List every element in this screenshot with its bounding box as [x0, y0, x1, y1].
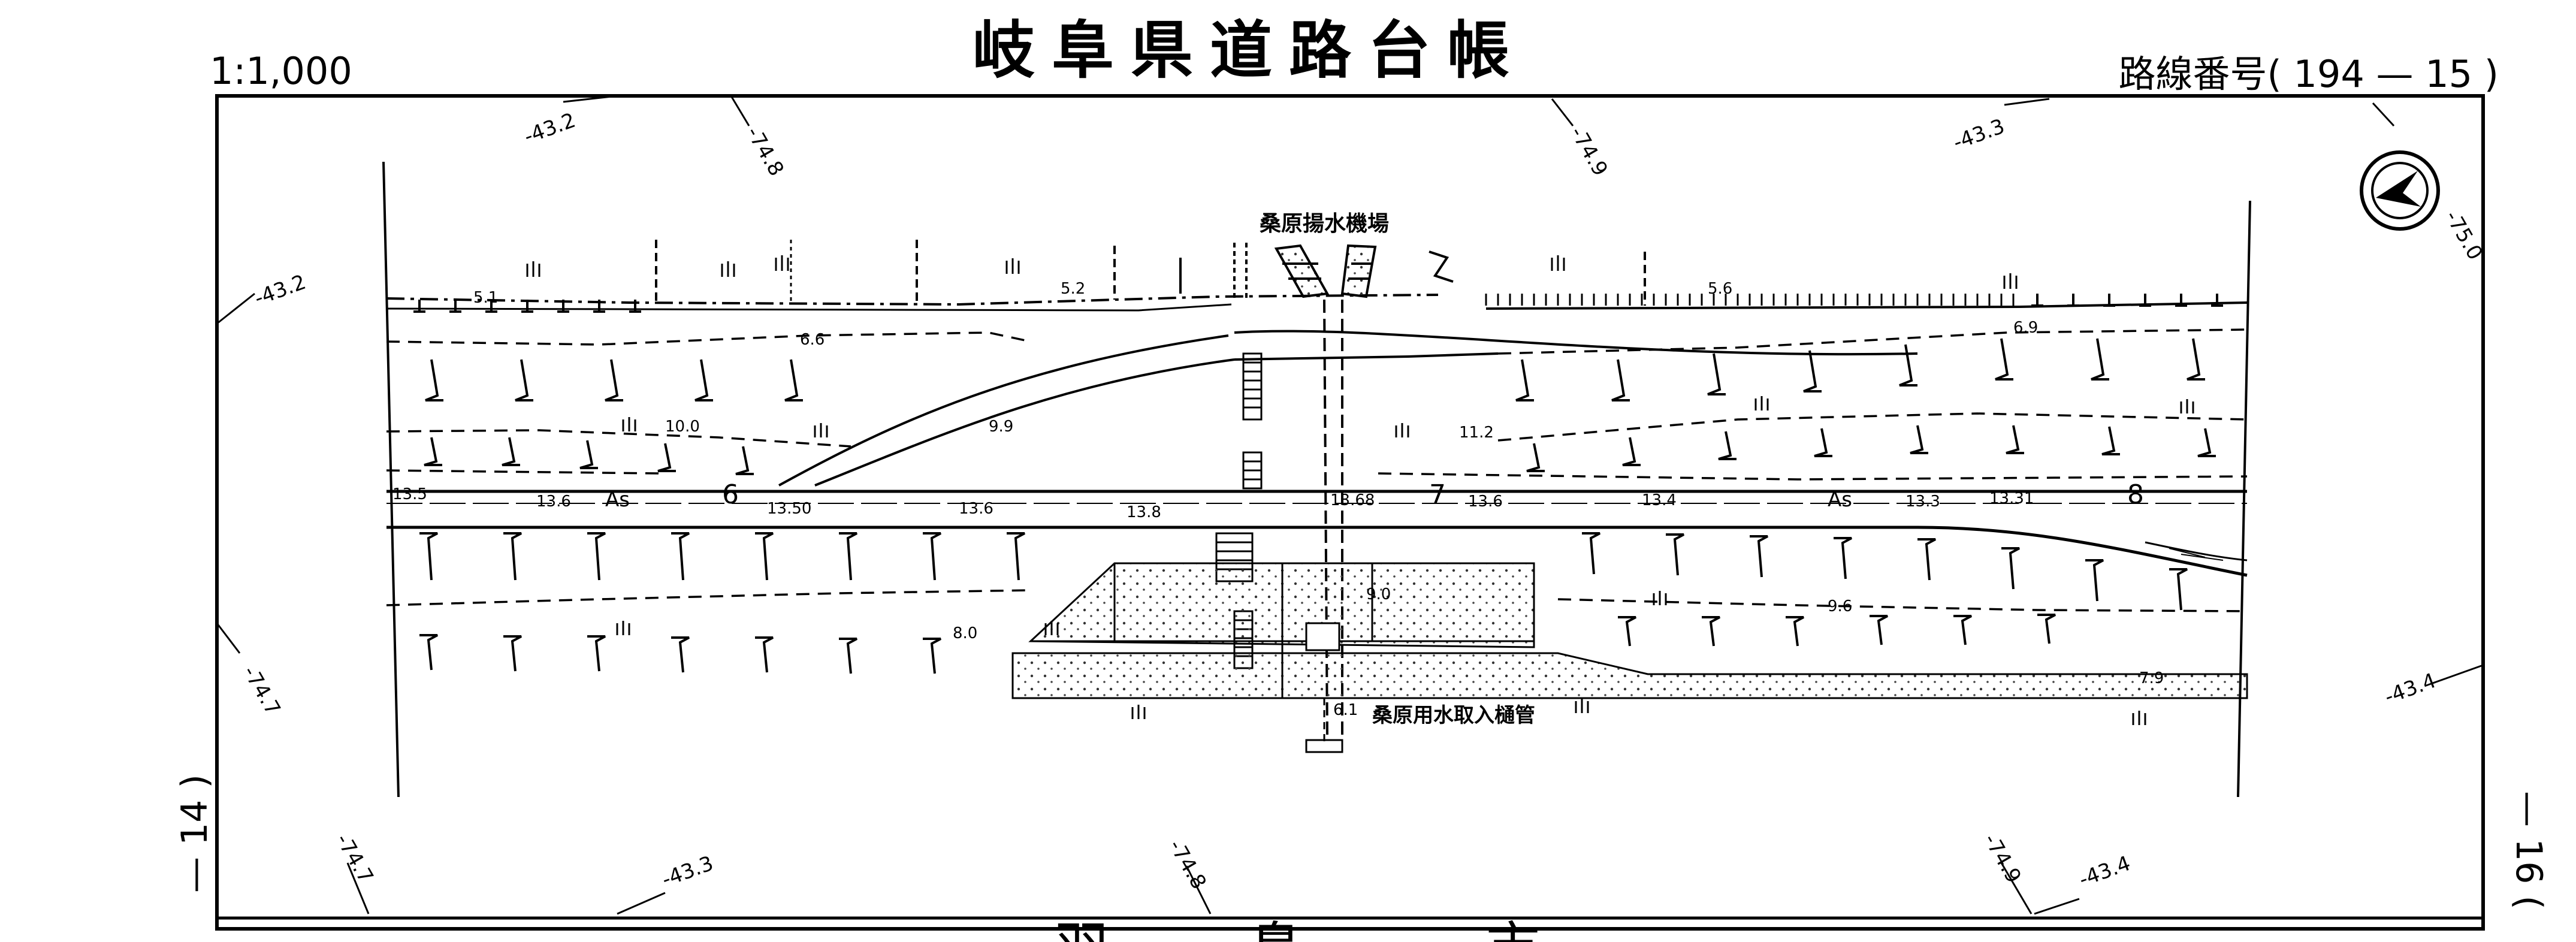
- elev-13-6a: 13.6: [536, 493, 571, 511]
- elev-9-6: 9.6: [1828, 597, 1852, 615]
- elev-13-31: 13.31: [1989, 490, 2034, 508]
- station-6-label: 6: [722, 479, 739, 510]
- grid-label-left-lower: -74.7: [238, 662, 285, 720]
- map-frame: [215, 94, 2485, 931]
- grid-label-top-d: -43.3: [1950, 114, 2007, 155]
- elev-5-6: 5.6: [1708, 280, 1732, 298]
- fence-posts: [1485, 294, 2015, 306]
- grid-label-top-b: -74.8: [741, 123, 789, 180]
- elev-7-9: 7.9: [2139, 669, 2164, 687]
- grid-label-bottom-d: -74.9: [1979, 830, 2026, 887]
- city-name: 羽 島 市: [1055, 916, 1540, 942]
- elev-9-9: 9.9: [989, 418, 1013, 436]
- grid-label-right-lower: -43.4: [2381, 669, 2439, 709]
- elev-13-4: 13.4: [1642, 491, 1677, 509]
- elev-13-50: 13.50: [767, 500, 811, 518]
- grid-ticks: [216, 95, 2484, 915]
- elev-11-2: 11.2: [1459, 424, 1494, 442]
- grid-label-bottom-c: -74.8: [1164, 836, 1211, 893]
- surface-label-2: As: [1828, 488, 1852, 512]
- grass-symbols: [526, 255, 2194, 725]
- corridor-boundaries: [382, 161, 2251, 798]
- surface-label-1: As: [605, 488, 630, 512]
- elev-9-0: 9.0: [1366, 585, 1391, 603]
- main-road: [386, 490, 2248, 577]
- slope-marks-upper: [413, 294, 2223, 475]
- grid-label-left-upper: -43.2: [251, 270, 309, 311]
- elev-8-0: 8.0: [953, 624, 977, 642]
- left-sheet-ref: — 14 ): [174, 774, 216, 893]
- elev-6-6: 6.6: [800, 331, 825, 349]
- elev-5-2: 5.2: [1061, 280, 1085, 298]
- elev-10-0: 10.0: [665, 418, 700, 436]
- north-arrow-icon: [2360, 150, 2440, 231]
- grid-label-bottom-b: -43.3: [659, 852, 716, 892]
- elev-13-5: 13.5: [392, 485, 427, 503]
- elev-6-9: 6.9: [2013, 319, 2038, 337]
- route-number: 路線番号( 194 — 15 ): [2119, 52, 2499, 96]
- intake-pipe-label: 桑原用水取入樋管: [1372, 704, 1535, 727]
- map-title: 岐阜県道路台帳: [973, 14, 1526, 87]
- elev-13-6c: 13.6: [1468, 493, 1503, 511]
- elev-13-68: 13.68: [1330, 491, 1375, 509]
- elev-6-1: 6.1: [1333, 701, 1358, 719]
- elev-13-6b: 13.6: [959, 500, 993, 518]
- scale-label: 1:1,000: [210, 49, 352, 93]
- elev-5-1: 5.1: [473, 289, 498, 307]
- grid-label-top-a: -43.2: [521, 108, 578, 149]
- revetment-areas: [1011, 562, 2248, 753]
- grid-label-top-right: -75.0: [2440, 207, 2487, 264]
- access-ramp: [778, 330, 1918, 487]
- embankment-lines: [386, 240, 2248, 481]
- pump-station-label: 桑原揚水機場: [1260, 212, 1389, 236]
- elevation-labels: 5.1 5.2 5.6 6.6 6.9 10.0 9.9 11.2 13.5 1…: [392, 280, 2164, 719]
- lower-berm-lines: [386, 589, 2248, 612]
- elev-13-3: 13.3: [1905, 493, 1940, 511]
- city-char-3: 市: [1486, 916, 1540, 942]
- city-char-1: 羽: [1055, 916, 1109, 942]
- station-7-label: 7: [1429, 479, 1446, 510]
- slope-marks-lower: [419, 532, 2188, 674]
- city-char-2: 島: [1249, 916, 1303, 942]
- grid-label-bottom-a: -74.7: [331, 830, 378, 887]
- station-8-label: 8: [2127, 479, 2144, 510]
- right-sheet-ref: — 16 (: [2508, 791, 2550, 910]
- grid-label-top-c: -74.9: [1565, 123, 1612, 180]
- elev-13-8: 13.8: [1127, 503, 1161, 521]
- grid-label-bottom-e: -43.4: [2076, 852, 2133, 892]
